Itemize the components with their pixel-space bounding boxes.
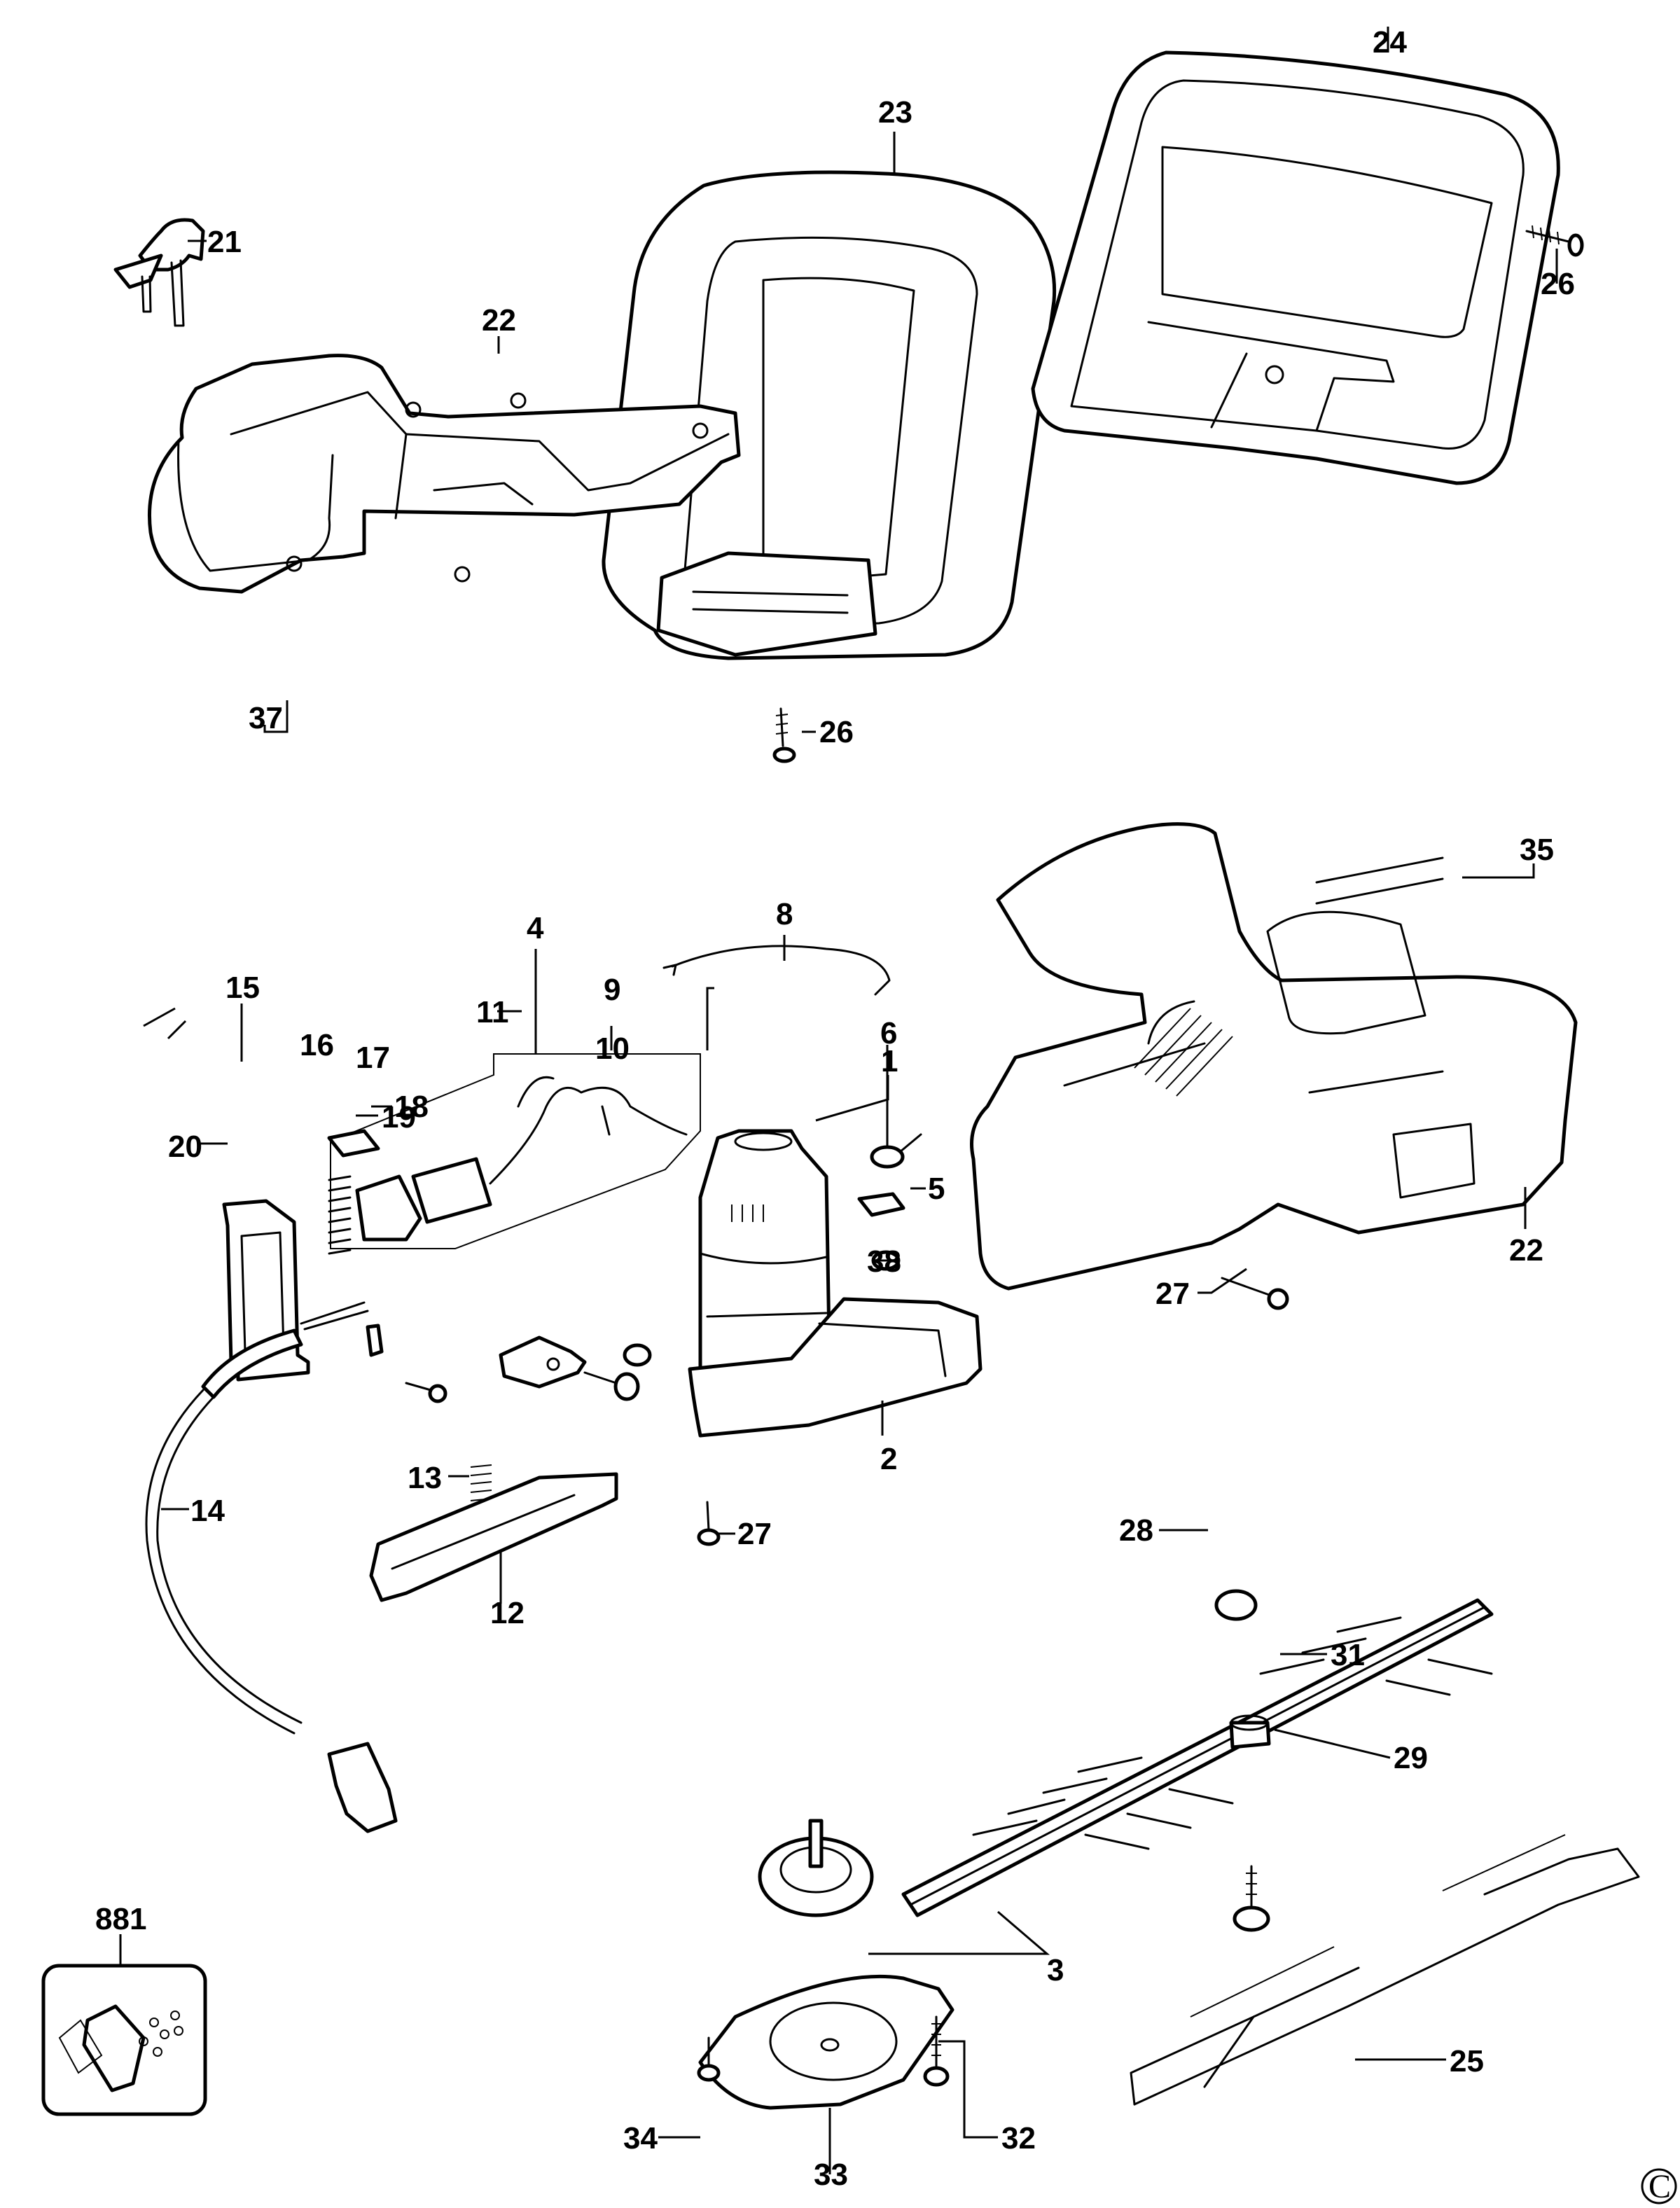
part-spacer — [1229, 1714, 1271, 1749]
callout-32: 32 — [1001, 2121, 1036, 2155]
callout-35: 35 — [1520, 833, 1554, 867]
leader-lines — [119, 27, 1558, 2174]
callout-23: 23 — [878, 95, 912, 130]
part-plate — [327, 1129, 380, 1158]
part-screw-27a — [697, 1501, 721, 1546]
callout-6: 6 — [880, 1016, 897, 1050]
part-brush — [857, 1192, 905, 1217]
callout-16: 16 — [300, 1028, 334, 1062]
callout-19: 19 — [382, 1100, 416, 1134]
callout-27a: 27 — [737, 1517, 772, 1551]
part-cord — [145, 1301, 398, 1833]
part-spring-13 — [470, 1464, 492, 1501]
callout-11: 11 — [476, 995, 509, 1029]
callout-13: 13 — [408, 1461, 442, 1495]
part-gear-cover — [698, 1974, 954, 2110]
callout-4: 4 — [527, 911, 544, 945]
callout-9: 9 — [604, 973, 620, 1007]
copyright-mark: C — [1641, 2168, 1677, 2205]
callout-881: 881 — [95, 1902, 146, 1936]
leader-16 — [143, 1007, 176, 1027]
part-nut-28 — [1214, 1589, 1258, 1621]
callout-29: 29 — [1394, 1741, 1428, 1775]
part-trigger — [113, 218, 205, 327]
callout-22a: 22 — [482, 303, 516, 338]
callout-12: 12 — [490, 1596, 525, 1630]
callout-18: 18 — [394, 1090, 429, 1124]
part-housing-right — [970, 822, 1578, 1291]
callout-10: 10 — [595, 1032, 630, 1066]
callout-21: 21 — [207, 225, 242, 259]
callout-22b: 22 — [1509, 1233, 1543, 1268]
part-screw-27b — [1221, 1277, 1289, 1310]
callout-25: 25 — [1450, 2044, 1484, 2078]
leader-3 — [868, 1910, 1050, 1955]
leader-27b — [1197, 1268, 1247, 1294]
part-blade-assembly — [758, 1598, 1494, 1917]
callout-20: 20 — [168, 1130, 202, 1164]
callout-26b: 26 — [819, 715, 854, 749]
callout-15: 15 — [225, 971, 260, 1005]
leader-35 — [1462, 863, 1535, 879]
callout-37: 37 — [249, 701, 283, 735]
leader-32 — [938, 2040, 998, 2139]
part-pivot-pin — [583, 1371, 640, 1401]
callout-1: 1 — [881, 1044, 898, 1078]
callout-38: 38 — [867, 1244, 901, 1279]
part-housing-left — [147, 354, 741, 594]
callout-31: 31 — [1331, 1638, 1365, 1672]
part-screw-31 — [1233, 1865, 1270, 1932]
callout-17: 17 — [356, 1041, 390, 1075]
part-screw-26a — [1525, 225, 1584, 257]
part-gear-housing — [688, 1297, 983, 1438]
leader-37 — [263, 700, 289, 733]
part-hand-guard — [1031, 50, 1560, 485]
part-small-spring — [623, 1343, 652, 1367]
leader-29 — [1274, 1728, 1391, 1759]
copyright-symbol: C — [1648, 2168, 1671, 2205]
part-blade-sheath — [1130, 1834, 1640, 2106]
leader-17 — [167, 1020, 187, 1040]
callout-24: 24 — [1373, 25, 1407, 60]
callout-33: 33 — [814, 2158, 848, 2192]
leader-1 — [815, 1075, 889, 1122]
part-switch-assembly — [330, 1053, 701, 1249]
part-screw-32 — [923, 2015, 950, 2087]
part-screw-26b — [772, 707, 796, 763]
part-brush-spring — [870, 1133, 922, 1169]
part-connector-kit — [41, 1964, 207, 2116]
part-wire-lead — [662, 945, 891, 996]
part-front-handle — [602, 170, 1057, 660]
part-lock-off-lever — [499, 1335, 587, 1389]
callout-3: 3 — [1047, 1953, 1064, 1987]
callout-labels: 23 24 26 21 22 37 26 8 4 18 19 20 1 6 5 … — [95, 25, 1575, 2192]
callout-2: 2 — [880, 1442, 897, 1476]
part-spring-19 — [328, 1175, 352, 1255]
callout-34: 34 — [623, 2121, 658, 2155]
part-screw-17 — [405, 1382, 447, 1403]
callout-27b: 27 — [1155, 1277, 1190, 1311]
callout-28: 28 — [1119, 1513, 1153, 1548]
callout-8: 8 — [776, 897, 793, 931]
leader-9 — [706, 987, 714, 1050]
callout-26a: 26 — [1541, 267, 1575, 301]
part-trigger-bar — [369, 1472, 618, 1602]
part-screw-34 — [697, 2036, 721, 2082]
part-motor — [698, 1129, 832, 1385]
callout-5: 5 — [928, 1172, 945, 1206]
callout-14: 14 — [190, 1494, 225, 1528]
part-cord-clamp — [366, 1324, 384, 1357]
